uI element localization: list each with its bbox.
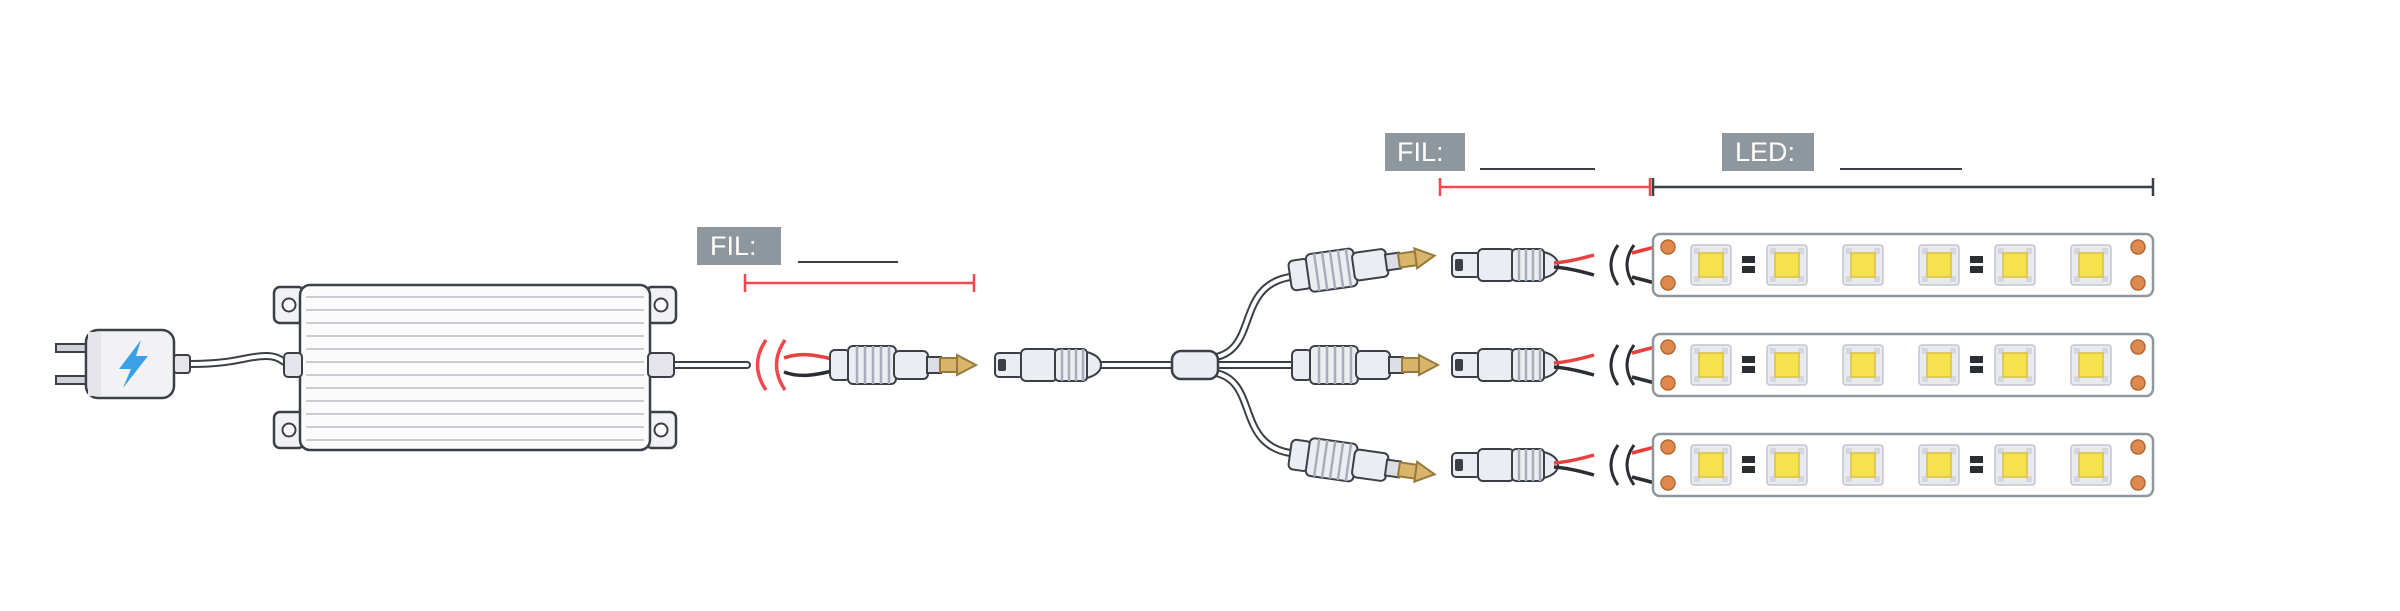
fil-label: FIL: bbox=[710, 231, 757, 261]
dc-female-connector bbox=[1450, 447, 1560, 483]
pigtail-wires bbox=[1554, 245, 1655, 285]
dc-male-connector bbox=[1286, 433, 1439, 495]
branch-middle bbox=[1290, 334, 2153, 396]
led-strip bbox=[1653, 234, 2153, 296]
splitter-assembly bbox=[993, 347, 1220, 383]
ac-plug bbox=[55, 328, 191, 400]
dimension-line-red bbox=[743, 274, 976, 292]
dimension-line-dark bbox=[1651, 178, 2155, 196]
power-supply bbox=[272, 283, 678, 452]
cable-entry-gland bbox=[283, 352, 303, 378]
dc-male-connector bbox=[1290, 344, 1440, 386]
led-label: LED: bbox=[1735, 137, 1795, 167]
pigtail-wires bbox=[1554, 345, 1655, 385]
extension-lead bbox=[755, 338, 978, 392]
dc-female-connector bbox=[993, 347, 1103, 383]
screw-hole bbox=[281, 297, 297, 313]
dc-female-connector bbox=[1450, 347, 1560, 383]
dimension-line-red bbox=[1438, 178, 1652, 196]
screw-hole bbox=[653, 422, 669, 438]
fil-label: FIL: bbox=[1397, 137, 1444, 167]
plug-face bbox=[88, 332, 101, 396]
pigtail-wires bbox=[1554, 445, 1655, 485]
dc-female-connector bbox=[1450, 247, 1560, 283]
screw-hole bbox=[653, 297, 669, 313]
led-strip bbox=[1653, 434, 2153, 496]
plug-prong-top bbox=[55, 343, 89, 353]
screw-hole bbox=[281, 422, 297, 438]
lightning-bolt-icon bbox=[119, 340, 148, 388]
fil-label-box bbox=[697, 227, 781, 265]
annotation-fil-top: FIL: bbox=[1385, 133, 1652, 196]
dc-male-connector bbox=[828, 344, 978, 386]
cable-cut-icon bbox=[755, 338, 787, 392]
plug-prong-bottom bbox=[55, 375, 89, 385]
cables bbox=[186, 273, 1296, 457]
psu-fins bbox=[306, 296, 644, 441]
wire-black bbox=[783, 369, 833, 378]
branch-bottom bbox=[1286, 433, 2153, 496]
led-strip bbox=[1653, 334, 2153, 396]
wire-red bbox=[783, 352, 833, 361]
branch-top bbox=[1286, 234, 2153, 297]
cable-exit-gland bbox=[647, 352, 675, 378]
led-label-box bbox=[1722, 133, 1814, 171]
annotation-fil-mid: FIL: bbox=[697, 227, 976, 292]
annotation-led: LED: bbox=[1651, 133, 2155, 196]
splitter-junction bbox=[1170, 349, 1220, 381]
dc-male-connector bbox=[1286, 235, 1439, 297]
fil-label-box bbox=[1385, 133, 1465, 171]
plug-strain-relief bbox=[173, 354, 191, 374]
